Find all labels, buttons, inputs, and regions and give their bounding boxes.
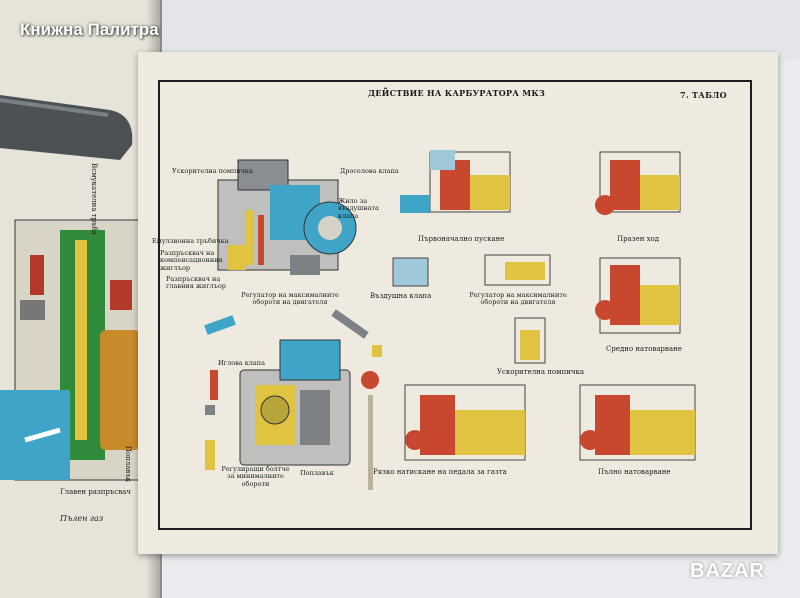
plate-frame (158, 80, 752, 530)
callout-needle-valve: Иглова клапа (218, 359, 265, 367)
mode-air-valve: Въздушна клапа (370, 292, 432, 300)
mode-medium-load: Средно натоварване (606, 345, 682, 353)
mode-idle: Празен ход (617, 235, 660, 243)
callout-main-sprayer: Разпръсквач на главния жиглъор (166, 275, 226, 291)
callout-float: Поплавък (300, 469, 334, 477)
callout-accel-pump: Ускорителна помпичка (172, 167, 253, 175)
watermark-brand: Книжна Палитра (20, 20, 159, 39)
mode-full-load: Пълно натоварване (598, 468, 671, 476)
plate-number: 7. ТАБЛО (680, 90, 727, 100)
callout-comp-sprayer: Разпръсквач на компенсационния жиглъор (160, 249, 223, 272)
callout-throttle: Дроселова клапа (340, 167, 399, 175)
left-label-main-sprayer: Главен разпръсвач (60, 488, 131, 496)
mode-sharp-press: Рязко натискане на педала за газта (373, 468, 507, 476)
plate-title: ДЕЙСТВИЕ НА КАРБУРАТОРА МКЗ (368, 88, 546, 98)
left-label-full-throttle: Пълен газ (60, 514, 104, 523)
callout-max-regulator: Регулатор на максималните обороти на дви… (241, 291, 339, 307)
callout-idle-screws: Регулиращи болтче за минималните обороти (221, 465, 290, 488)
callout-emulsion-tube: Емулзионна тръбичка (152, 237, 229, 245)
callout-air-throat: Жило за въздушната клапа (338, 197, 379, 220)
mode-accel-pump: Ускорителна помпичка (497, 368, 585, 376)
watermark-corner-logo: BAZAR (690, 560, 765, 582)
mode-initial-start: Първоначално пускане (418, 235, 505, 243)
mode-max-regulator: Регулатор на максималните обороти на дви… (469, 291, 567, 307)
